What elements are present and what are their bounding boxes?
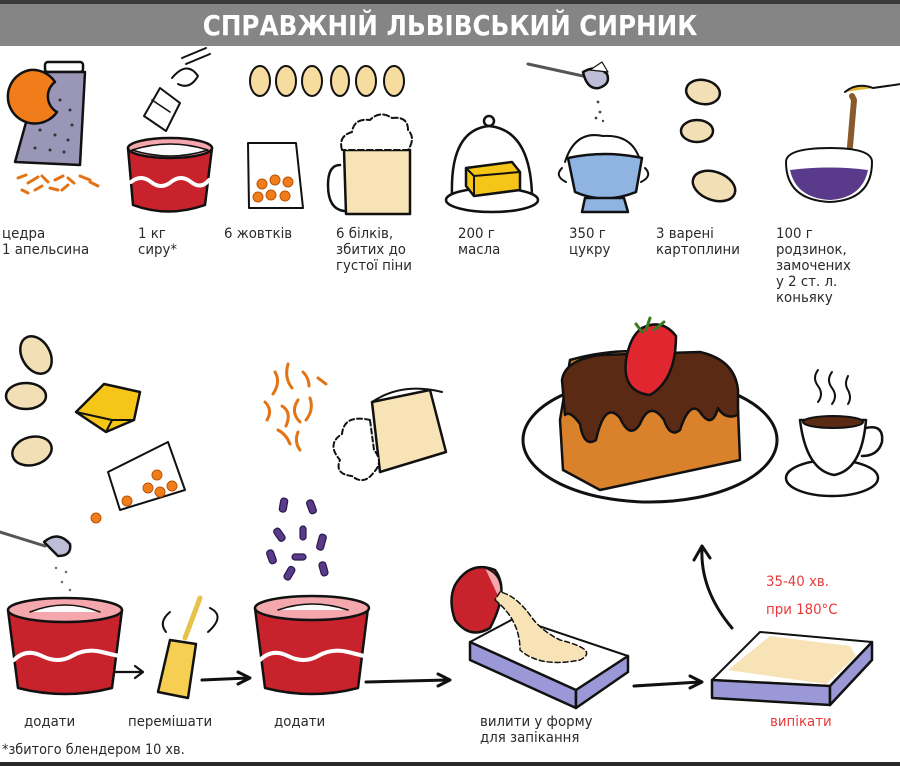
step-text: перемішати — [128, 714, 213, 730]
bake-time-note: 35-40 хв. при 180°C — [766, 568, 838, 624]
raisins-falling-icon — [266, 497, 329, 581]
recipe-title: СПРАВЖНІЙ ЛЬВІВСЬКИЙ СИРНИК — [202, 8, 698, 42]
label-line: сиру* — [138, 242, 178, 258]
ingredient-label-yolks: 6 жовтків — [224, 226, 292, 242]
butter-dish-icon — [444, 114, 540, 214]
ingredient-label-cheese: 1 кг сиру* — [138, 226, 177, 258]
yolk-glass-tilted-icon — [90, 441, 186, 524]
mixing-bowl-1-icon — [6, 596, 124, 696]
arrow-2 — [200, 670, 252, 686]
orange-grater-icon — [6, 60, 100, 195]
butter-falling-icon — [74, 382, 142, 434]
label-line: 350 г — [569, 226, 606, 242]
arrow-up-curved — [692, 544, 734, 630]
label-line: 1 апельсина — [2, 242, 90, 258]
step-label-bake: випікати — [770, 714, 832, 730]
label-line: цукру — [569, 242, 611, 258]
step-label-pour: вилити у форму для запікання — [480, 714, 593, 746]
step-label-mix: перемішати — [128, 714, 212, 730]
sugar-bowl-icon — [526, 61, 650, 214]
bake-time: 35-40 хв. — [766, 574, 830, 590]
label-line: картоплини — [656, 242, 740, 258]
baking-pan-icon — [710, 631, 874, 707]
sugar-spoon-icon — [0, 530, 72, 592]
step-label-add-2: додати — [274, 714, 325, 730]
arrow-4 — [632, 674, 704, 690]
potatoes-icon — [679, 78, 737, 203]
label-line: 3 варені — [656, 226, 714, 242]
mixing-bowl-2-icon — [253, 594, 371, 696]
arrow-1 — [113, 664, 145, 680]
whipped-whites-mug-icon — [326, 113, 413, 216]
pour-into-pan-icon — [450, 565, 630, 710]
top-border — [0, 0, 900, 4]
ingredient-label-potatoes: 3 варені картоплини — [656, 226, 740, 258]
ingredient-label-raisins: 100 г родзинок, замочених у 2 ст. л. кон… — [776, 226, 851, 306]
egg-yolks-icon — [247, 65, 405, 209]
whites-pouring-icon — [332, 387, 448, 482]
title-banner: СПРАВЖНІЙ ЛЬВІВСЬКИЙ СИРНИК — [0, 4, 900, 46]
label-line: густої піни — [336, 258, 412, 274]
spatula-mix-icon — [156, 595, 219, 700]
label-line: цедра — [2, 226, 46, 242]
label-line: коньяку — [776, 290, 833, 306]
label-line: 100 г — [776, 226, 813, 242]
step-text: для запікання — [480, 730, 580, 746]
potatoes-falling-icon — [4, 335, 53, 467]
footnote: *збитого блендером 10 хв. — [2, 742, 185, 758]
step-text: додати — [274, 714, 326, 730]
label-line: 200 г — [458, 226, 495, 242]
step-text: випікати — [770, 714, 832, 730]
label-line: родзинок, — [776, 242, 847, 258]
label-line: замочених — [776, 258, 851, 274]
cheese-bowl-mixer-icon — [126, 47, 214, 213]
orange-zest-falling-icon — [263, 362, 328, 452]
cake-plate-icon — [521, 316, 779, 504]
label-line: у 2 ст. л. — [776, 274, 838, 290]
label-line: збитих до — [336, 242, 406, 258]
step-label-add-1: додати — [24, 714, 75, 730]
label-line: 6 жовтків — [224, 226, 293, 242]
arrow-3 — [364, 672, 452, 688]
raisins-bowl-icon — [785, 83, 900, 203]
bake-temperature: при 180°C — [766, 602, 838, 618]
ingredient-label-sugar: 350 г цукру — [569, 226, 610, 258]
label-line: масла — [458, 242, 501, 258]
label-line: 6 білків, — [336, 226, 394, 242]
ingredient-label-orange-zest: цедра 1 апельсина — [2, 226, 89, 258]
label-line: 1 кг — [138, 226, 166, 242]
step-text: вилити у форму — [480, 714, 593, 730]
ingredient-label-whites: 6 білків, збитих до густої піни — [336, 226, 412, 274]
coffee-cup-icon — [784, 369, 884, 498]
ingredient-label-butter: 200 г масла — [458, 226, 500, 258]
step-text: додати — [24, 714, 76, 730]
bottom-border — [0, 762, 900, 766]
